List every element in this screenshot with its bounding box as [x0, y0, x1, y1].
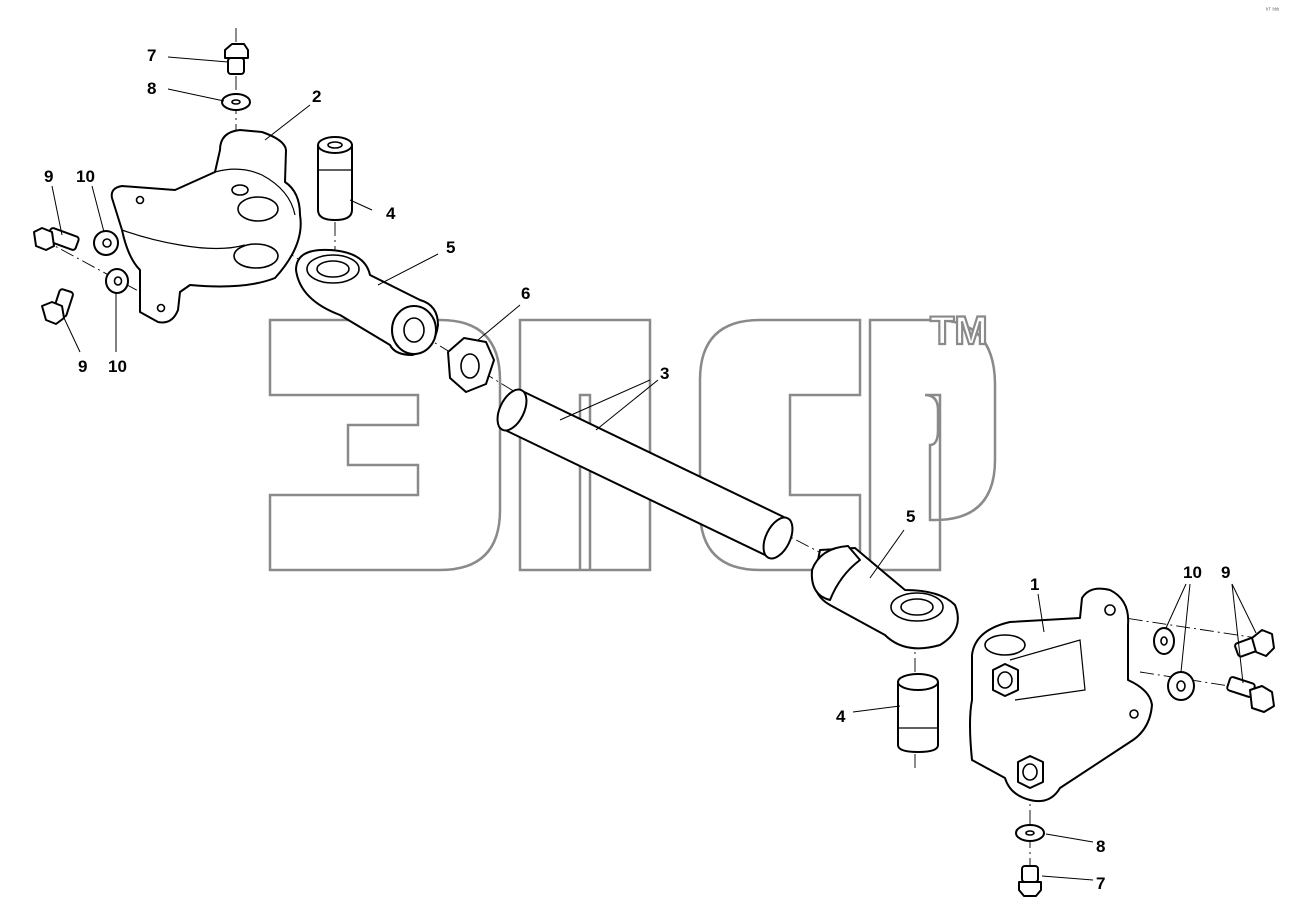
- rod-end-5-top: [295, 248, 439, 356]
- watermark-letter-1: [268, 318, 502, 572]
- callout-7-bottom: 7: [1096, 874, 1105, 893]
- bolt-7-top: [224, 43, 249, 75]
- watermark-letter-4: [868, 318, 997, 572]
- callout-9-left-lower: 9: [78, 357, 87, 376]
- callout-7-top: 7: [147, 46, 156, 65]
- bolt-9-left-upper: [33, 227, 80, 251]
- callout-labels: 7 8 2 4 9 10 9 10 5 6 3 5 1 10 9 4 8 7: [44, 46, 1230, 893]
- callout-3: 3: [660, 364, 669, 383]
- callout-1: 1: [1030, 575, 1039, 594]
- pin-4-top: [317, 136, 353, 221]
- pin-4-bottom: [897, 673, 939, 753]
- callout-9-left-upper: 9: [44, 167, 53, 186]
- callout-6: 6: [521, 284, 530, 303]
- callout-10-left-lower: 10: [108, 357, 127, 376]
- callout-4-top: 4: [386, 204, 396, 223]
- bolt-9-left-lower: [41, 288, 74, 325]
- watermark-logo: TM: [268, 308, 997, 572]
- callout-10-right: 10: [1183, 563, 1202, 582]
- tube-3: [496, 388, 794, 560]
- bolt-9-right-lower: [1226, 676, 1275, 713]
- corner-mark: ᵇᵀ ᵇᵇᵇ: [1266, 7, 1280, 14]
- bolt-9-right-upper: [1234, 629, 1275, 658]
- callout-5-top: 5: [446, 238, 455, 257]
- callout-8-bottom: 8: [1096, 837, 1105, 856]
- nut-6: [447, 337, 495, 393]
- callout-2: 2: [312, 87, 321, 106]
- callout-4-bottom: 4: [836, 707, 846, 726]
- callout-9-right: 9: [1221, 563, 1230, 582]
- callout-5-bottom: 5: [906, 507, 915, 526]
- rod-end-5-bottom: [810, 545, 959, 650]
- callout-8-top: 8: [147, 79, 156, 98]
- bracket-2: [110, 129, 302, 324]
- bracket-1: [969, 587, 1153, 803]
- callout-10-left-upper: 10: [76, 167, 95, 186]
- watermark-tm: TM: [930, 309, 988, 353]
- bolt-7-bottom: [1018, 865, 1042, 897]
- leader-lines: [51, 56, 1257, 881]
